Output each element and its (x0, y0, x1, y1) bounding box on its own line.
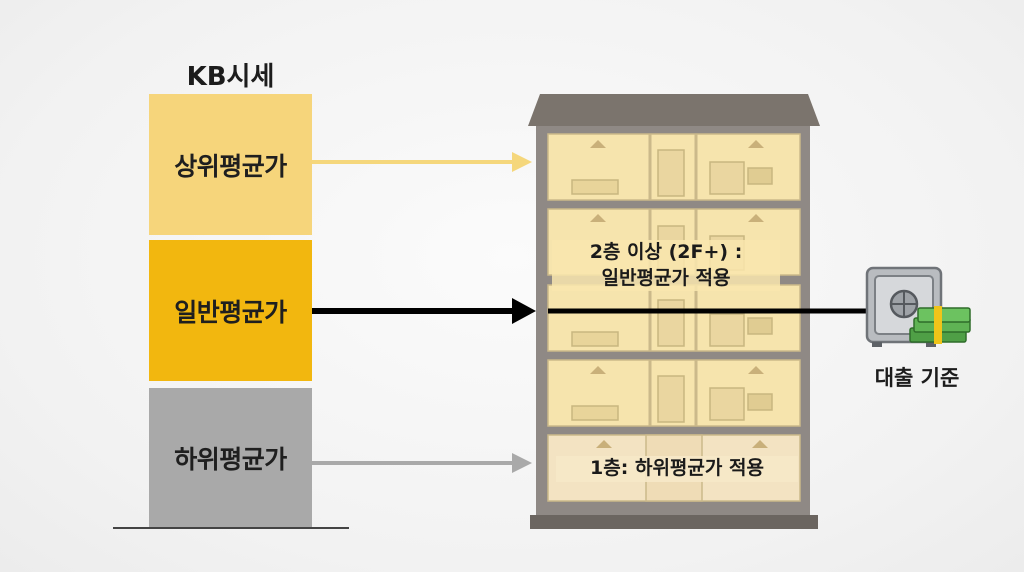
floor-3 (547, 284, 801, 352)
upper-floors-label-line1: 2층 이상 (2F+) : (589, 241, 743, 263)
floor-5 (547, 133, 801, 201)
loan-criterion-label: 대출 기준 (874, 366, 960, 390)
first-floor-label: 1층: 하위평균가 적용 (556, 456, 798, 482)
safe-icon (865, 266, 943, 347)
arrow-upper (312, 152, 532, 172)
arrow-general (312, 298, 866, 324)
arrow-lower (312, 453, 532, 473)
money-stack-icon (909, 306, 971, 344)
baseline (113, 527, 349, 529)
roof (528, 94, 820, 126)
tier-upper-average: 상위평균가 (149, 94, 312, 235)
tier-general-label: 일반평균가 (174, 297, 287, 327)
tier-upper-label: 상위평균가 (174, 151, 287, 181)
upper-floors-label-line2: 일반평균가 적용 (601, 266, 731, 289)
foundation (530, 515, 818, 529)
upper-floors-label: 2층 이상 (2F+) : 일반평균가 적용 (552, 240, 780, 292)
tier-lower-average: 하위평균가 (149, 388, 312, 528)
tier-lower-label: 하위평균가 (174, 445, 287, 474)
tier-general-average: 일반평균가 (149, 240, 312, 381)
floor-2 (547, 359, 801, 427)
kb-price-title: KB시세 (186, 62, 275, 92)
